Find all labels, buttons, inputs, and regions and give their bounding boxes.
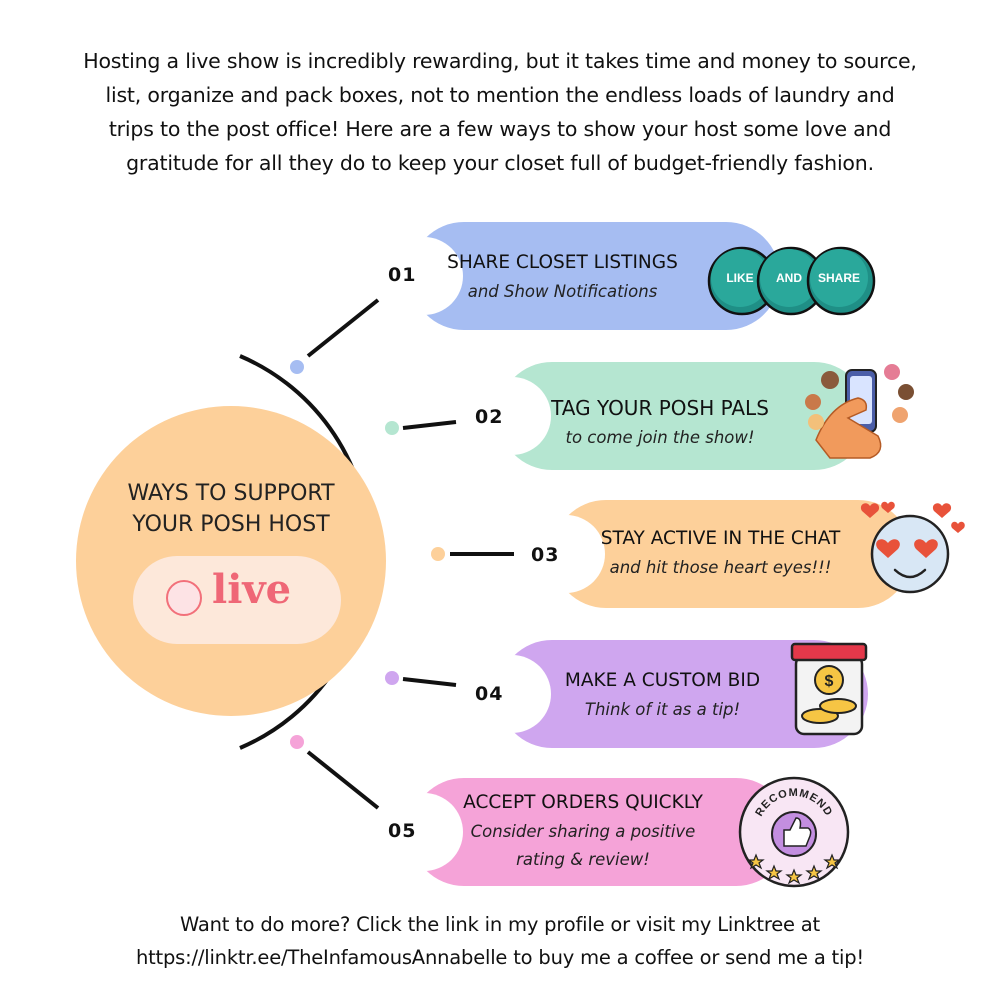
outro-paragraph: Want to do more? Click the link in my pr… <box>135 913 865 969</box>
step-04-subtitle: Think of it as a tip! <box>584 700 741 719</box>
step-04-title: MAKE A CUSTOM BID <box>564 670 761 691</box>
step-05-subtitle: Consider sharing a positive rating & rev… <box>470 822 696 869</box>
branch-01 <box>306 298 380 358</box>
branch-04 <box>402 677 457 687</box>
step-05-title: ACCEPT ORDERS QUICKLY <box>463 792 703 813</box>
intro-paragraph: Hosting a live show is incredibly reward… <box>83 49 917 175</box>
step-01-title: SHARE CLOSET LISTINGS <box>447 252 678 273</box>
step-03-subtitle: and hit those heart eyes!!! <box>609 558 832 577</box>
dot-05 <box>290 735 304 749</box>
step-01-pill <box>385 222 780 330</box>
step-01-subtitle: and Show Notifications <box>467 282 658 301</box>
step-03-title: STAY ACTIVE IN THE CHAT <box>600 528 841 549</box>
step-05-number: 05 <box>388 820 417 842</box>
hub-title: WAYS TO SUPPORT YOUR POSH HOST <box>127 481 335 537</box>
dot-02 <box>385 421 399 435</box>
dot-03 <box>431 547 445 561</box>
dot-01 <box>290 360 304 374</box>
step-04-number: 04 <box>475 683 504 705</box>
step-04-pill <box>473 640 868 748</box>
step-02-subtitle: to come join the show! <box>565 428 755 447</box>
step-02-number: 02 <box>475 406 504 428</box>
step-02-pill <box>473 362 868 470</box>
live-logo-circle-icon <box>166 580 202 616</box>
live-logo-word: live <box>212 566 292 613</box>
branch-05 <box>306 750 380 810</box>
step-03-number: 03 <box>531 544 560 566</box>
step-01-number: 01 <box>388 264 417 286</box>
step-02-title: TAG YOUR POSH PALS <box>551 396 769 420</box>
step-05-pill <box>385 778 790 886</box>
step-03-pill <box>527 500 912 608</box>
branch-02 <box>402 420 457 430</box>
dot-04 <box>385 671 399 685</box>
